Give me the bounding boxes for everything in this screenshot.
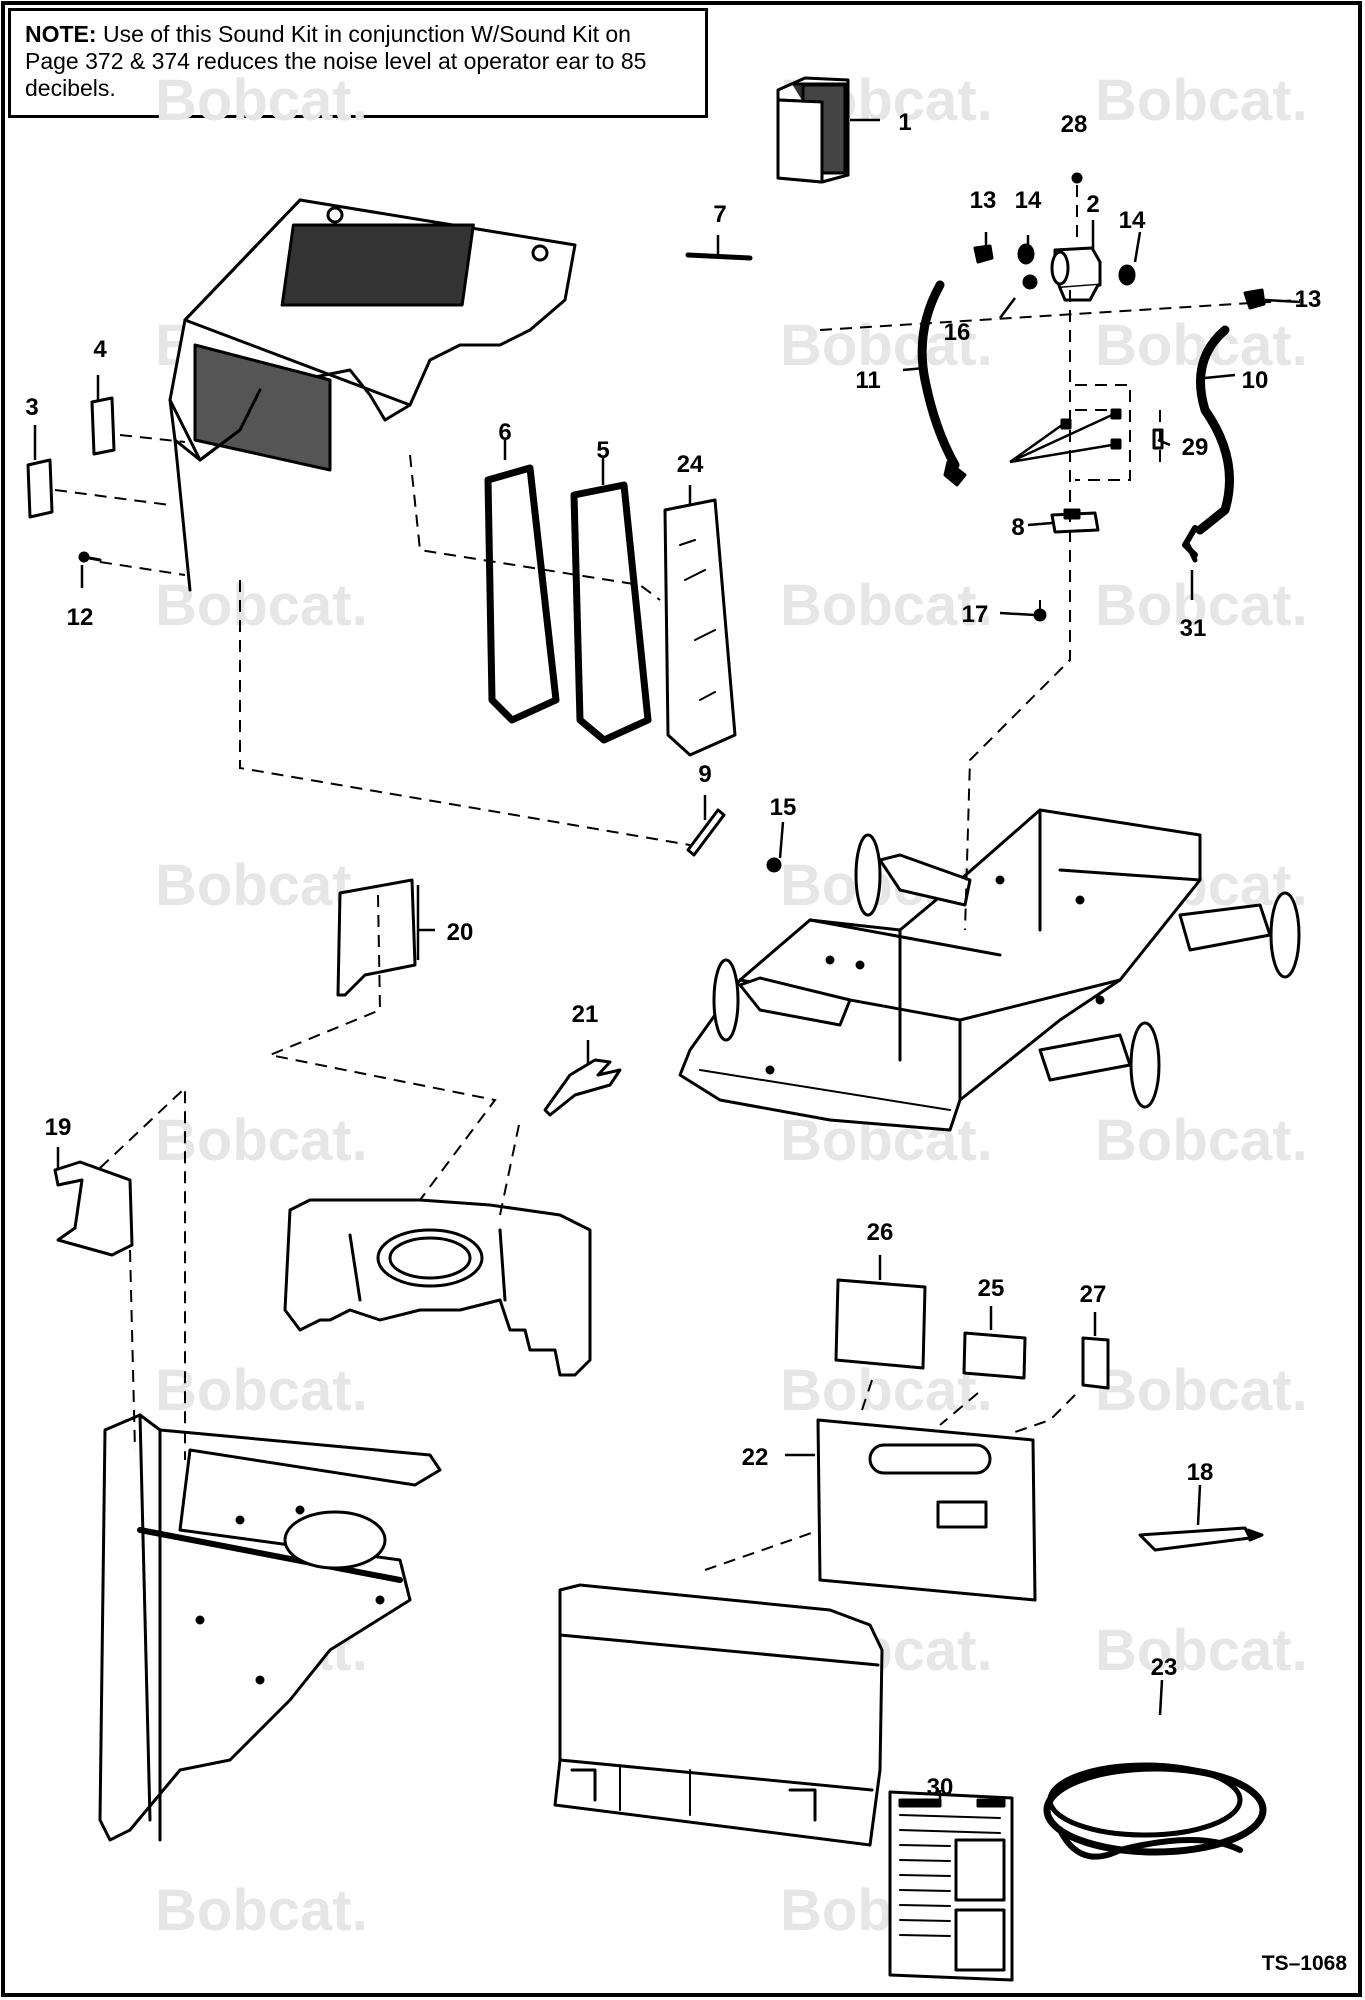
part-14-washer-right [1118, 264, 1136, 286]
callout-5: 5 [596, 437, 609, 464]
callout-14: 14 [1119, 207, 1146, 234]
part-29-screw [1071, 172, 1083, 184]
part-27-decal [834, 1278, 927, 1370]
part-14-washer-left [1017, 243, 1035, 265]
lower-side-frame [98, 1413, 442, 1842]
part-16-nut [1022, 274, 1038, 290]
callout-4: 4 [93, 336, 107, 363]
part-3-decal [26, 458, 54, 519]
callout-13: 13 [970, 187, 997, 214]
callout-9: 9 [698, 761, 711, 788]
part-4-decal [90, 396, 116, 456]
part-25-window-glass [663, 498, 737, 757]
part-8-clamp [1050, 508, 1100, 534]
part-11-hose [917, 280, 967, 487]
part-1-sound-module [776, 76, 850, 184]
callout-28: 28 [1061, 111, 1088, 138]
watermark-text: Bobcat. [155, 1358, 368, 1423]
callout-27: 27 [1080, 1281, 1107, 1308]
watermark-text: Bobcat. [1095, 1108, 1308, 1173]
callout-layer: 1234567891011121313141415161718192021222… [25, 109, 1321, 1801]
callout-22: 22 [742, 1444, 769, 1471]
callout-6: 6 [498, 419, 511, 446]
callout-24: 24 [677, 451, 704, 478]
part-5-window-seal [570, 481, 652, 744]
callout-13: 13 [1295, 286, 1322, 313]
cab-canopy [168, 198, 577, 592]
watermark-text: Bobcat. [155, 1108, 368, 1173]
watermark-text: Bobcat. [155, 1878, 368, 1943]
callout-1: 1 [898, 109, 911, 136]
watermark-text: Bobcat. [1095, 573, 1308, 638]
watermark-text: Bobcat. [155, 68, 368, 133]
watermark-text: Bobcat. [1095, 68, 1308, 133]
callout-31: 31 [1180, 615, 1207, 642]
callout-8: 8 [1011, 514, 1024, 541]
part-28-decal [1081, 1336, 1110, 1390]
assembly-lines [54, 185, 1301, 1571]
part-15-nut [766, 857, 782, 873]
callout-11: 11 [855, 367, 880, 394]
note-box: NOTE: Use of this Sound Kit in conjuncti… [8, 8, 708, 118]
part-31-manual [888, 1790, 1014, 1982]
part-24-seal-strip [1043, 1762, 1267, 1860]
seat-pan-housing [283, 1198, 592, 1377]
watermark-text: Bobcat. [1095, 1618, 1308, 1683]
machine-chassis [678, 808, 1301, 1132]
part-6-window-seal [484, 464, 560, 724]
callout-17: 17 [962, 601, 989, 628]
callout-23: 23 [1151, 1654, 1178, 1681]
watermark-text: Bobcat. [780, 1358, 993, 1423]
part-23-plate [816, 1418, 1037, 1602]
rear-panel [553, 1583, 884, 1847]
part-13-fitting-left [973, 244, 994, 264]
callout-29: 29 [1182, 434, 1209, 461]
watermark-text: Bobcat. [155, 573, 368, 638]
part-13-fitting-right [1243, 288, 1266, 310]
part-22-deflector [543, 1058, 622, 1117]
callout-14: 14 [1015, 187, 1042, 214]
callout-20: 20 [447, 919, 474, 946]
callout-16: 16 [944, 319, 971, 346]
callout-15: 15 [770, 794, 797, 821]
callout-26: 26 [867, 1219, 894, 1246]
part-21-panel [336, 878, 417, 997]
part-19-tube [1138, 1526, 1264, 1552]
leader-lines [33, 118, 1301, 1802]
watermark-text: Bobcat. [780, 573, 993, 638]
part-2-block [1050, 246, 1102, 302]
part-7-rod [685, 252, 753, 261]
note-label: NOTE: [25, 21, 97, 47]
callout-12: 12 [67, 604, 94, 631]
callout-30: 30 [927, 1774, 954, 1801]
callout-2: 2 [1086, 191, 1099, 218]
callout-21: 21 [572, 1001, 599, 1028]
callout-18: 18 [1187, 1459, 1214, 1486]
part-9-strip [686, 808, 726, 857]
callout-10: 10 [1242, 367, 1269, 394]
part-12-screw [78, 551, 102, 563]
callout-7: 7 [713, 201, 726, 228]
callout-25: 25 [978, 1275, 1005, 1302]
callout-3: 3 [25, 394, 38, 421]
drawing-code: TS–1068 [1261, 1952, 1347, 1975]
part-30-bracket [1152, 428, 1164, 450]
part-26-decal [962, 1331, 1027, 1380]
watermark-text: Bobcat. [1095, 1358, 1308, 1423]
part-32-elbow [1185, 542, 1198, 563]
callout-19: 19 [45, 1114, 72, 1141]
watermark-text: Bobcat. [780, 313, 993, 378]
note-text: Use of this Sound Kit in conjunction W/S… [25, 21, 647, 101]
watermark-text: Bobcat. [155, 853, 368, 918]
part-20-bracket [53, 1160, 134, 1257]
